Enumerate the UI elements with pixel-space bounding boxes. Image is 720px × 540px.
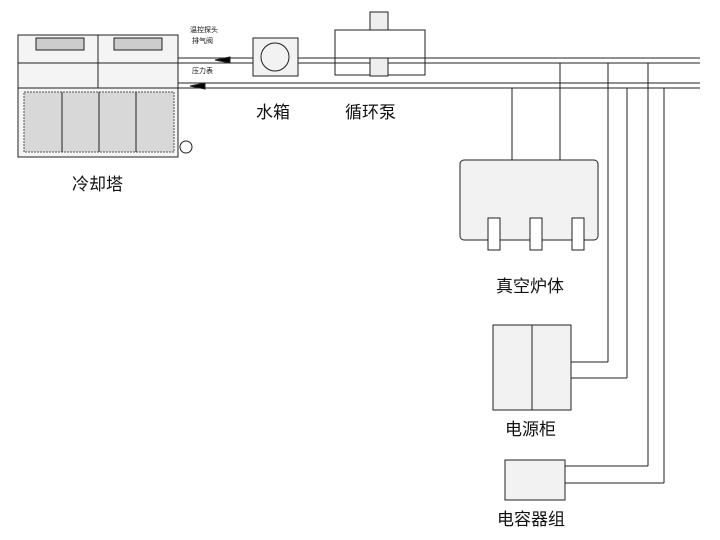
capacitor-bank-label: 电容器组 [497, 510, 565, 530]
cooling-tower-label: 冷却塔 [72, 175, 123, 195]
water-tank [252, 37, 299, 77]
circulation-pump-label: 循环泵 [345, 103, 396, 123]
vent-valve-label: 排气阀 [192, 37, 213, 45]
pump-2 [369, 57, 389, 77]
capacitor-bank [504, 459, 566, 501]
power-cabinet-label: 电源柜 [505, 420, 556, 440]
pump-1 [369, 11, 389, 31]
water-tank-label: 水箱 [256, 103, 290, 123]
vacuum-furnace-label: 真空炉体 [496, 277, 564, 297]
pressure-gauge-label: 压力表 [192, 67, 213, 75]
cooling-tower [17, 34, 193, 158]
temp-probe-label: 温控探头 [190, 26, 218, 34]
